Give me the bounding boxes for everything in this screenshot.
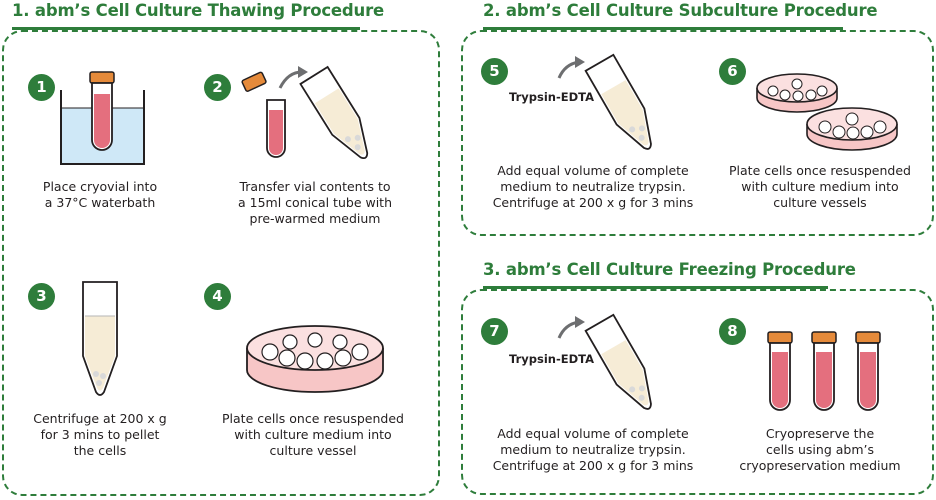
culture-vessels-illustration [756, 73, 898, 151]
step-7-caption: Add equal volume of complete medium to n… [492, 426, 694, 473]
cryovials-illustration [767, 331, 881, 411]
step-3-badge: 3 [28, 283, 55, 310]
section-3-title: 3. abm’s Cell Culture Freezing Procedure [483, 260, 856, 279]
trypsin-tube-illustration-5 [557, 53, 652, 150]
centrifuged-tube-illustration [82, 281, 118, 396]
thawing-panel [2, 30, 440, 496]
step-5-caption: Add equal volume of complete medium to n… [492, 163, 694, 210]
trypsin-label-5: Trypsin-EDTA [509, 90, 594, 104]
step-2-badge: 2 [204, 74, 231, 101]
step-6-caption: Plate cells once resuspended with cultur… [729, 163, 911, 210]
step-4-caption: Plate cells once resuspended with cultur… [222, 411, 404, 458]
step-8-badge: 8 [719, 318, 746, 345]
step-8-caption: Cryopreserve the cells using abm’s cryop… [739, 426, 901, 473]
section-2-underline [483, 27, 843, 30]
waterbath-cryovial-illustration [60, 71, 145, 165]
section-1-underline [12, 27, 360, 30]
transfer-to-conical-illustration [241, 65, 369, 160]
trypsin-tube-illustration-7 [557, 313, 652, 410]
section-2-title: 2. abm’s Cell Culture Subculture Procedu… [483, 1, 878, 20]
section-3-underline [483, 286, 828, 289]
step-1-badge: 1 [28, 74, 55, 101]
freezing-panel [461, 289, 934, 495]
trypsin-label-7: Trypsin-EDTA [509, 352, 594, 366]
step-5-badge: 5 [481, 58, 508, 85]
step-2-caption: Transfer vial contents to a 15ml conical… [238, 179, 392, 226]
subculture-panel [461, 30, 934, 236]
step-1-caption: Place cryovial into a 37°C waterbath [42, 179, 158, 210]
step-3-caption: Centrifuge at 200 x g for 3 mins to pell… [33, 411, 167, 458]
step-6-badge: 6 [719, 58, 746, 85]
section-1-title: 1. abm’s Cell Culture Thawing Procedure [12, 1, 384, 20]
step-4-badge: 4 [204, 283, 231, 310]
step-7-badge: 7 [481, 318, 508, 345]
culture-dish-illustration [246, 325, 384, 393]
